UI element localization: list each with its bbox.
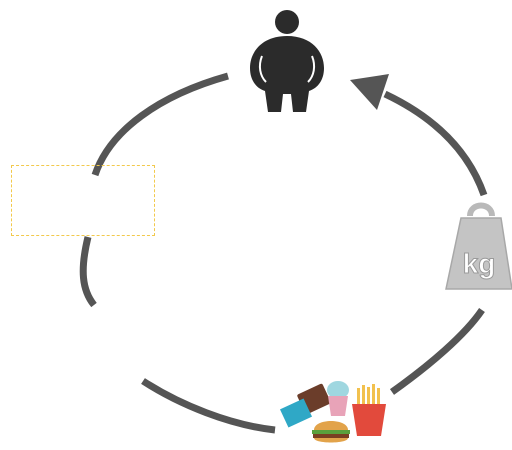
cupcake [327,381,349,399]
junk-food-icon [279,381,386,443]
arrowhead-to-person [350,74,389,110]
arc-weight-to-person [383,90,488,197]
arc-left-to-bottom [79,236,97,308]
placeholder-label-box [11,165,155,236]
cycle-arrows [79,72,488,434]
arc-bottom-left [141,378,276,434]
obese-person-icon [250,10,324,112]
fries [352,384,386,436]
arc-person-to-left [91,72,229,177]
kg-label: kg [463,248,496,279]
kg-weight-icon: kg [445,202,512,290]
burger [312,421,350,443]
arc-food-to-weight [389,308,485,395]
